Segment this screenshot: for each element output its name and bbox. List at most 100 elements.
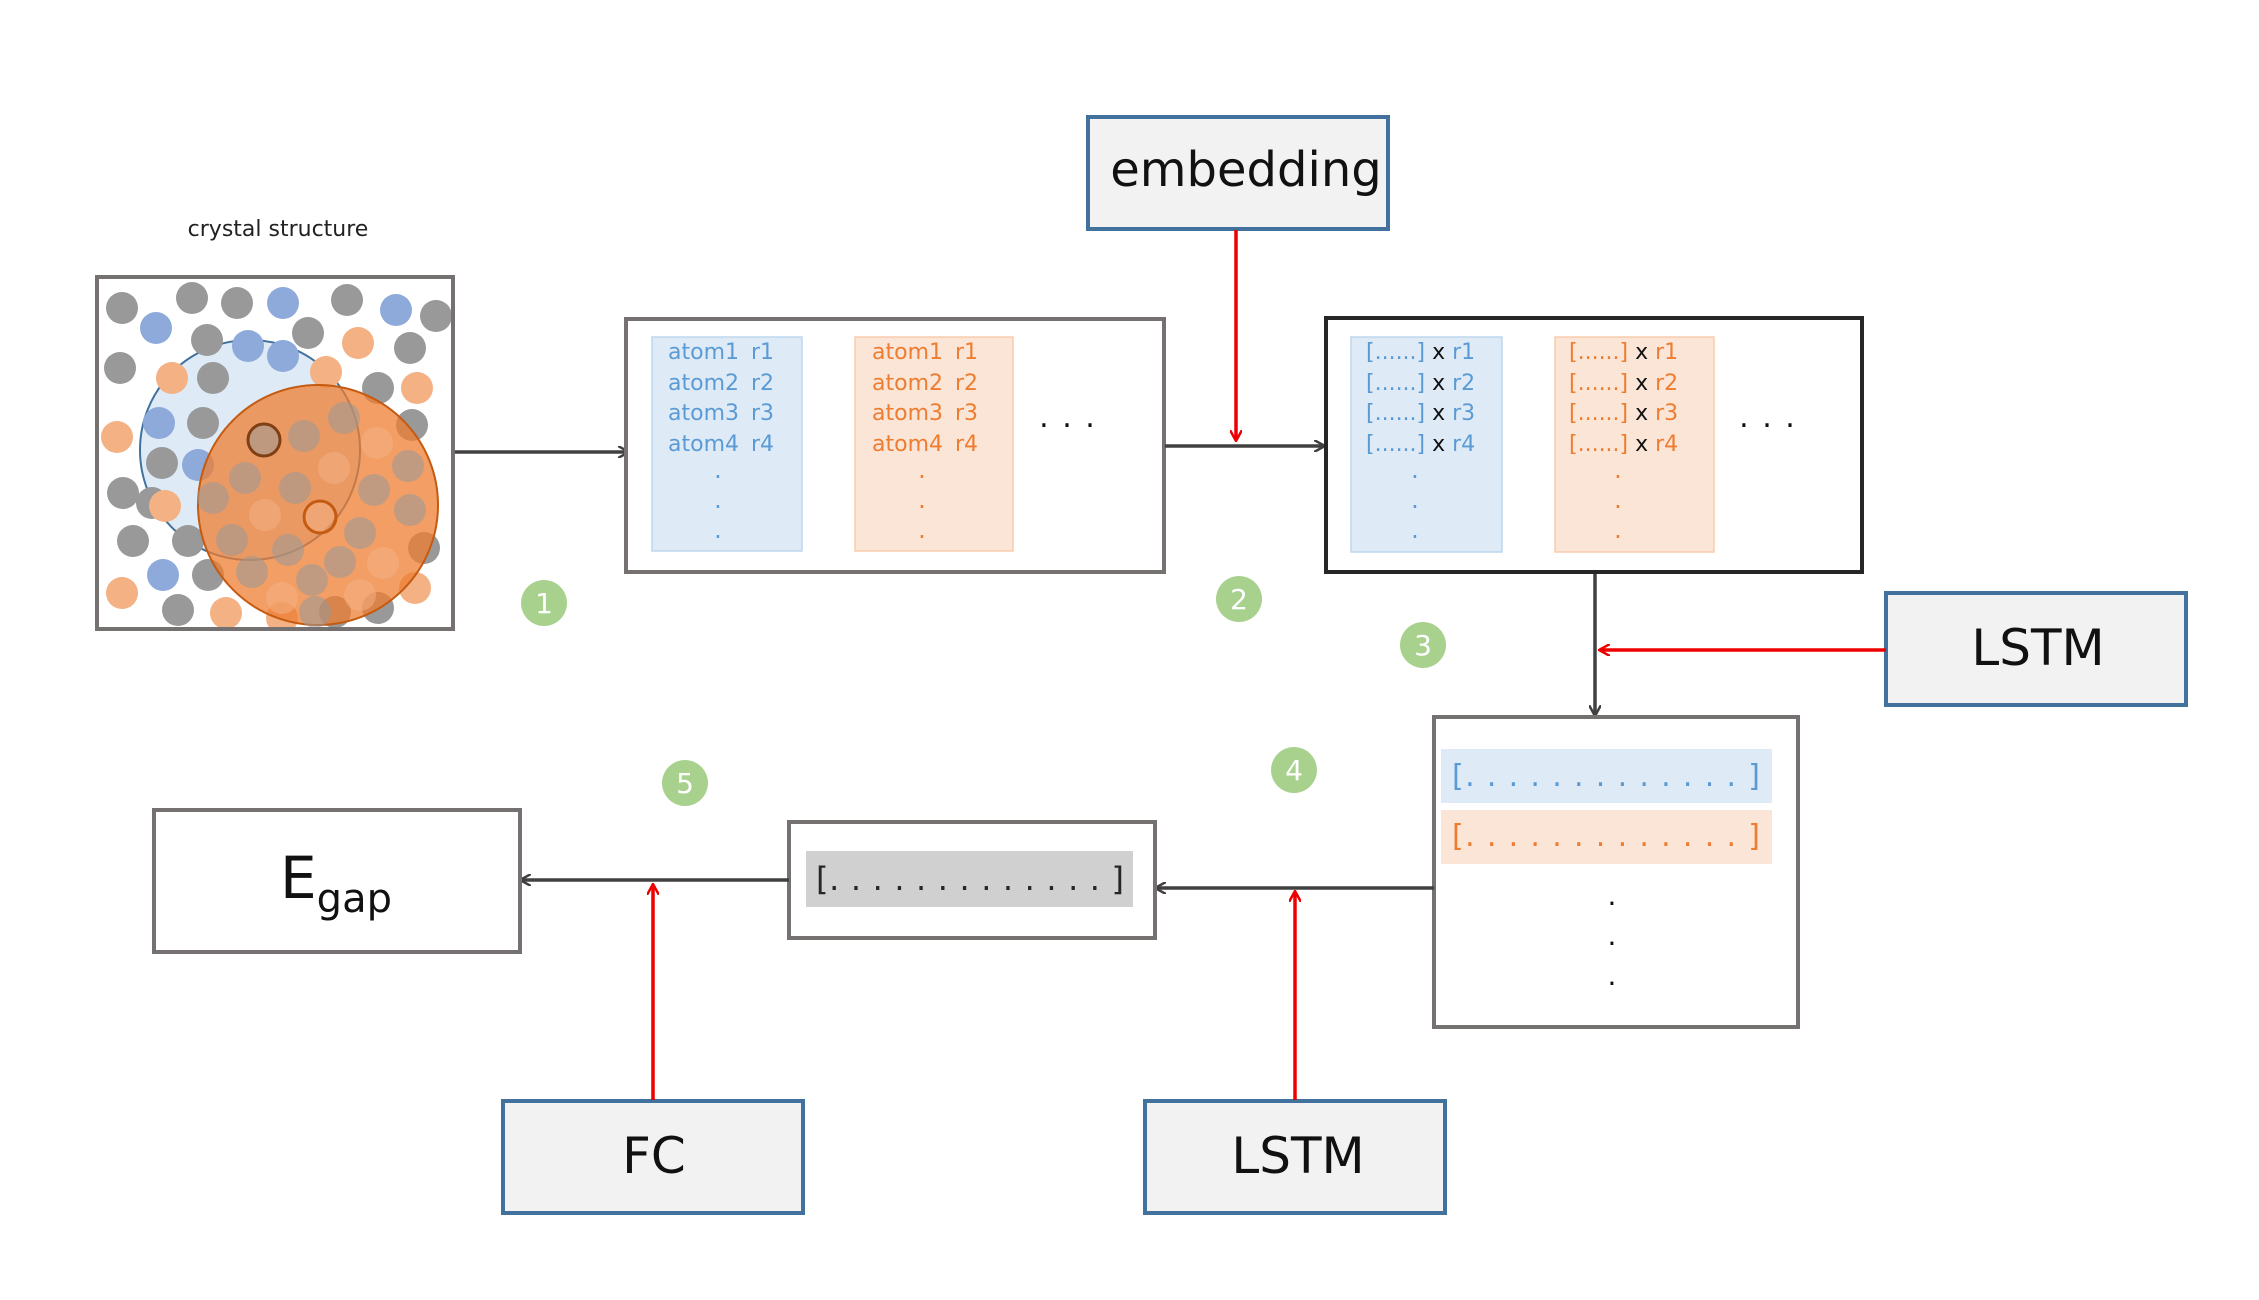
atom-circle (187, 407, 219, 439)
step-number: 2 (1230, 583, 1248, 616)
atom-circle (344, 579, 376, 611)
atom-circle (331, 284, 363, 316)
atom-circle (247, 424, 279, 456)
atom-radius: r3 (751, 401, 774, 426)
crystal-structure-label: crystal structure (188, 217, 369, 242)
atom-circle (210, 597, 242, 629)
atom-circle (267, 287, 299, 319)
atom-circle (394, 494, 426, 526)
atom-circle (302, 500, 334, 532)
pooled-vector-box: [. . . . . . . . . . . . . ] (787, 820, 1157, 940)
continuation-dot: . (1614, 516, 1622, 544)
atom-circle (232, 330, 264, 362)
atom-circle (172, 525, 204, 557)
atom-name: atom2 (668, 371, 739, 396)
atom-circle (146, 447, 178, 479)
lstm-output-box: [. . . . . . . . . . . . . ] [. . . . . … (1432, 715, 1800, 1029)
step-badge-1 (521, 580, 567, 626)
atom-circle (106, 577, 138, 609)
step-badge-3 (1400, 622, 1446, 668)
atom-list-orange (854, 336, 1014, 552)
atom-radius: r4 (955, 432, 978, 457)
highlighted-atom (246, 422, 282, 458)
atom-circle (162, 594, 194, 626)
output-subscript: gap (317, 876, 392, 922)
atom-radius: r4 (751, 432, 774, 457)
continuation-dot: . (714, 456, 722, 484)
atom-circle (191, 324, 223, 356)
atom-circle (249, 499, 281, 531)
embedded-row: [......] x r1 (1569, 340, 1678, 365)
atom-circle (156, 362, 188, 394)
step-badge-5 (662, 760, 708, 806)
output-symbol: E (280, 844, 317, 912)
atom-circle (328, 402, 360, 434)
continuation-dot: . (714, 486, 722, 514)
continuation-dot: . (918, 516, 926, 544)
lstm-output-row-orange (1441, 810, 1772, 864)
continuation-dot: . (1411, 516, 1419, 544)
lstm-module-2-label: LSTM (1231, 1127, 1364, 1185)
atom-circle (107, 477, 139, 509)
atom-circle (106, 292, 138, 324)
atom-list-box: atom1 r1 atom2 r2 atom3 r3 atom4 r4... atom1 r1 at… (624, 317, 1166, 574)
embedded-row: [......] x r4 (1569, 432, 1678, 457)
embedded-row: [......] x r2 (1366, 371, 1475, 396)
atom-circle (318, 452, 350, 484)
embedded-list-box: [......] x r1 [......] x r2 [......] x r3 [… (1324, 316, 1864, 574)
output-box: Egap (152, 808, 522, 954)
atom-circle (143, 407, 175, 439)
embedded-row: [......] x r2 (1569, 371, 1678, 396)
continuation-dot: . (1614, 486, 1622, 514)
embedded-row: [......] x r3 (1569, 401, 1678, 426)
atom-circle (367, 547, 399, 579)
embedded-row: [......] x r4 (1366, 432, 1475, 457)
continuation-dot: . (918, 486, 926, 514)
atom-radius: r2 (751, 371, 774, 396)
step-number: 4 (1285, 754, 1303, 787)
atom-circle (299, 596, 331, 628)
atom-radius: r1 (955, 340, 978, 365)
embedded-list-blue (1350, 336, 1503, 553)
atom-circle (361, 427, 393, 459)
step-badge-4 (1271, 747, 1317, 793)
atom-name: atom2 (872, 371, 943, 396)
atom-circle (149, 490, 181, 522)
continuation-dot: . (1411, 486, 1419, 514)
output-label: Egap (280, 844, 392, 922)
atom-radius: r1 (751, 340, 774, 365)
atom-circle (324, 546, 356, 578)
atom-radius: r2 (955, 371, 978, 396)
atom-circle (197, 362, 229, 394)
continuation-dot: . (1614, 456, 1622, 484)
embedding-module (1086, 115, 1390, 231)
atom-name: atom1 (668, 340, 739, 365)
atom-circle (197, 482, 229, 514)
lstm-module-1-label: LSTM (1971, 619, 2104, 677)
fc-label: FC (622, 1127, 686, 1185)
atom-circle (342, 327, 374, 359)
continuation-dot: . (1411, 456, 1419, 484)
crystal-structure-panel (95, 275, 455, 631)
atom-circle (296, 564, 328, 596)
step-number: 1 (535, 587, 553, 620)
crystal-atoms (97, 277, 453, 629)
atom-circle (140, 312, 172, 344)
lstm-module-2 (1143, 1099, 1447, 1215)
atom-circle (344, 517, 376, 549)
atom-circle (358, 474, 390, 506)
atom-circle (279, 472, 311, 504)
atom-circle (420, 300, 452, 332)
atom-circle (392, 450, 424, 482)
embedded-list-orange (1554, 336, 1715, 553)
atom-name: atom3 (668, 401, 739, 426)
embedded-row: [......] x r1 (1366, 340, 1475, 365)
pooled-vector-fill (806, 851, 1133, 907)
atom-name: atom4 (872, 432, 943, 457)
embedding-label: embedding (1110, 142, 1381, 198)
atom-circle (236, 556, 268, 588)
atom-circle (394, 332, 426, 364)
atom-name: atom1 (872, 340, 943, 365)
